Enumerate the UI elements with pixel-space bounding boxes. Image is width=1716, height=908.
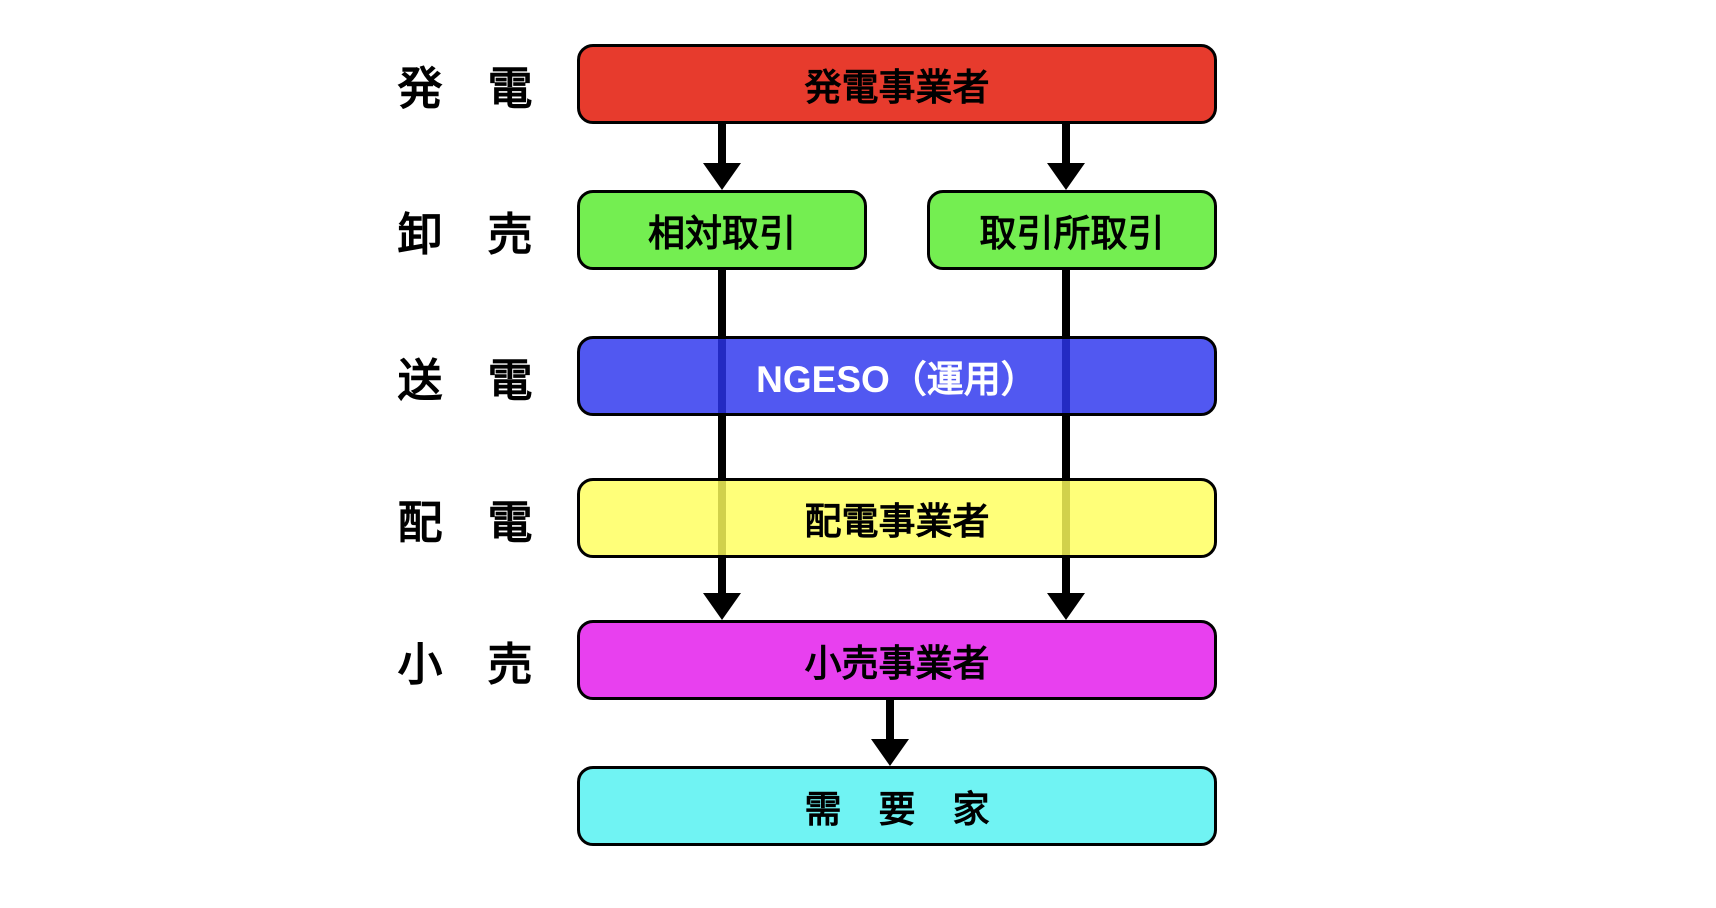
box-exchange-trading: 取引所取引 — [927, 190, 1217, 270]
box-retailer: 小売事業者 — [577, 620, 1217, 700]
box-ngeso: NGESO（運用） — [577, 336, 1217, 416]
arrow-retailer-to-consumer-shaft — [886, 698, 894, 741]
box-distributor: 配電事業者 — [577, 478, 1217, 558]
box-bilateral-trading: 相対取引 — [577, 190, 867, 270]
stage-label-wholesale: 卸 売 — [397, 208, 533, 260]
stage-label-retail: 小 売 — [397, 638, 533, 690]
stage-label-generation: 発 電 — [397, 62, 533, 114]
arrowhead-generator-to-bilateral — [703, 163, 741, 190]
box-consumer: 需 要 家 — [577, 766, 1217, 846]
stage-label-transmission: 送 電 — [397, 354, 533, 406]
arrow-generator-to-bilateral-shaft — [718, 121, 726, 166]
arrowhead-generator-to-exchange — [1047, 163, 1085, 190]
stage-label-distribution: 配 電 — [397, 496, 533, 548]
arrow-exchange-to-retailer-shaft — [1062, 268, 1070, 595]
arrow-bilateral-to-retailer-shaft — [718, 268, 726, 595]
arrowhead-exchange-to-retailer — [1047, 593, 1085, 620]
box-generator: 発電事業者 — [577, 44, 1217, 124]
arrow-generator-to-exchange-shaft — [1062, 121, 1070, 166]
arrowhead-bilateral-to-retailer — [703, 593, 741, 620]
arrowhead-retailer-to-consumer — [871, 739, 909, 766]
